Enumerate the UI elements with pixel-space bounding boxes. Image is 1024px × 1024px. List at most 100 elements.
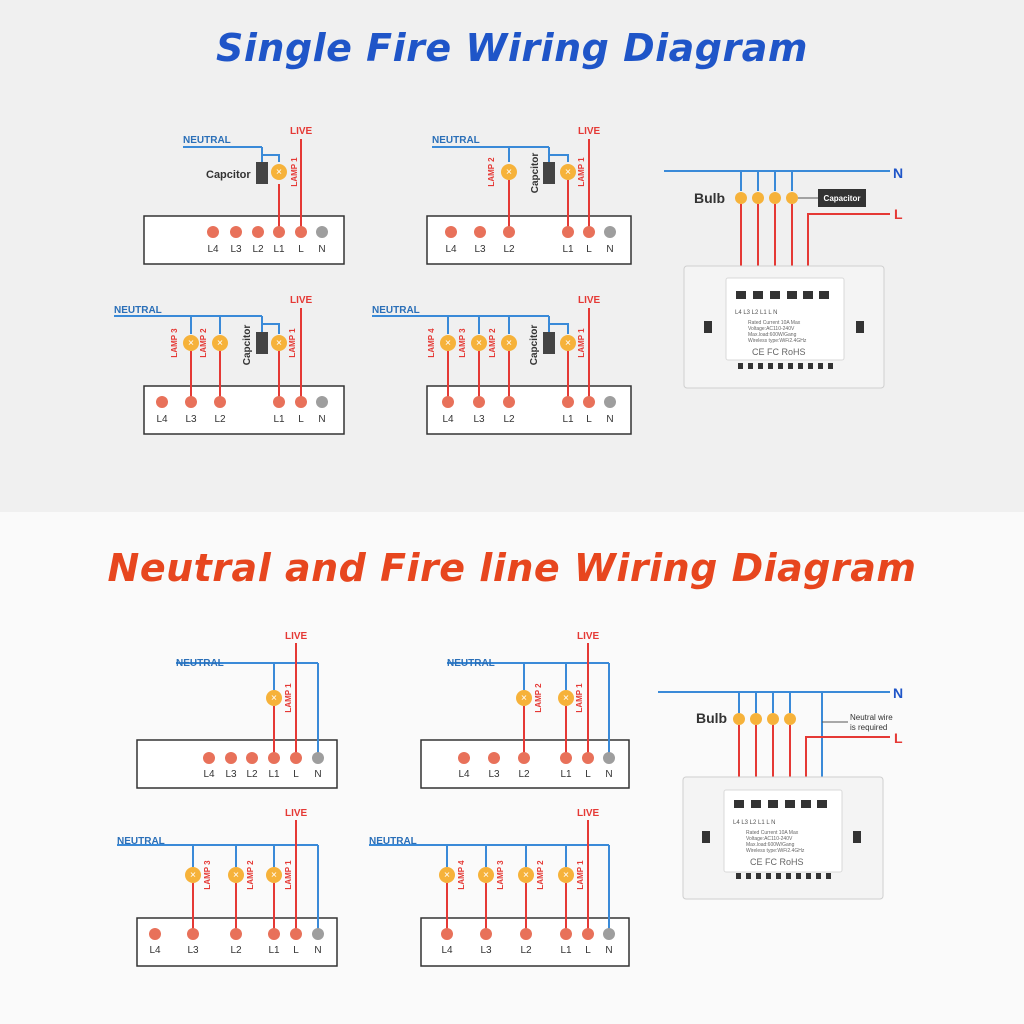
svg-text:LAMP 2: LAMP 2 — [536, 860, 545, 890]
screw-terminals — [736, 291, 829, 299]
lamp-1-label: LAMP 1 — [290, 157, 299, 187]
terminal-row: L4 L3 L2 L1 L N — [441, 928, 615, 956]
neutral-required-note: Neutral wire — [850, 713, 893, 722]
svg-text:NEUTRAL: NEUTRAL — [117, 836, 165, 847]
svg-text:LIVE: LIVE — [577, 631, 600, 642]
lamp-1 — [271, 335, 287, 351]
bulb-label: Bulb — [694, 190, 725, 206]
capacitor-label: Capcitor — [206, 169, 251, 181]
svg-text:L: L — [293, 769, 299, 780]
neutral-fire-title: Neutral and Fire line Wiring Diagram — [107, 546, 917, 590]
svg-text:✕: ✕ — [271, 694, 278, 703]
svg-text:L: L — [298, 244, 304, 255]
svg-text:L3: L3 — [185, 414, 197, 425]
svg-text:L4: L4 — [207, 244, 219, 255]
live-label: LIVE — [290, 126, 313, 137]
svg-text:N: N — [605, 769, 612, 780]
svg-text:N: N — [606, 414, 613, 425]
lamp-1 — [266, 867, 282, 883]
svg-text:✕: ✕ — [563, 871, 570, 880]
svg-text:L4: L4 — [156, 414, 168, 425]
svg-text:LIVE: LIVE — [578, 295, 601, 306]
svg-text:L2: L2 — [246, 769, 258, 780]
svg-text:✕: ✕ — [565, 339, 572, 348]
svg-text:LAMP 1: LAMP 1 — [577, 157, 586, 187]
svg-text:LAMP 4: LAMP 4 — [427, 328, 436, 358]
svg-text:L: L — [586, 244, 592, 255]
single-fire-2-gang: NEUTRAL Capcitor ✕ LAMP 2 ✕ LAMP 1 LIVE … — [426, 126, 632, 265]
terminal-row: L4 L3 L2 L1 L N — [156, 396, 328, 425]
svg-text:Max.load:600W/Gang: Max.load:600W/Gang — [746, 842, 795, 848]
svg-text:N: N — [314, 769, 321, 780]
lamp-3 — [183, 335, 199, 351]
lamp-1 — [560, 164, 576, 180]
svg-text:L3: L3 — [480, 945, 492, 956]
lamp-3 — [478, 867, 494, 883]
terminal-row: L4 L3 L2 L1 L N — [445, 226, 616, 255]
lamp-3 — [471, 335, 487, 351]
svg-text:N: N — [318, 414, 325, 425]
svg-text:L2: L2 — [230, 945, 242, 956]
capacitor — [256, 332, 268, 354]
svg-text:✕: ✕ — [483, 871, 490, 880]
neutral-label: NEUTRAL — [432, 135, 480, 146]
single-fire-1-gang: NEUTRAL Capcitor ✕ LAMP 1 LIVE L4 L3 L2 … — [143, 126, 345, 265]
neutral-label: NEUTRAL — [114, 305, 162, 316]
svg-text:L4: L4 — [458, 769, 470, 780]
capacitor — [543, 332, 555, 354]
lamp-1 — [560, 335, 576, 351]
svg-text:L2: L2 — [214, 414, 226, 425]
svg-text:LAMP 1: LAMP 1 — [284, 860, 293, 890]
lamp-2 — [228, 867, 244, 883]
switch-box — [426, 385, 632, 435]
lamp-4 — [439, 867, 455, 883]
svg-text:L: L — [298, 414, 304, 425]
svg-text:✕: ✕ — [276, 339, 283, 348]
svg-text:Wireless type:WiFi2.4GHz: Wireless type:WiFi2.4GHz — [746, 848, 805, 854]
svg-text:✕: ✕ — [476, 339, 483, 348]
svg-text:LAMP 2: LAMP 2 — [534, 683, 543, 713]
svg-text:L1: L1 — [562, 414, 574, 425]
svg-text:NEUTRAL: NEUTRAL — [176, 658, 224, 669]
svg-text:CE FC RoHS: CE FC RoHS — [750, 857, 804, 867]
svg-text:LIVE: LIVE — [290, 295, 313, 306]
terminal-row: L4 L3 L2 L1 L N — [149, 928, 324, 956]
live-label: LIVE — [578, 126, 601, 137]
lamp-1 — [558, 867, 574, 883]
svg-text:✕: ✕ — [521, 694, 528, 703]
terminal-row: L4 L3 L2 L1 L N — [203, 752, 324, 780]
svg-text:L: L — [894, 730, 903, 746]
svg-text:L1: L1 — [268, 945, 280, 956]
svg-text:Capcitor: Capcitor — [529, 325, 540, 366]
svg-text:LAMP 1: LAMP 1 — [577, 328, 586, 358]
single-fire-title: Single Fire Wiring Diagram — [216, 26, 808, 70]
lamp-2 — [212, 335, 228, 351]
svg-text:✕: ✕ — [563, 694, 570, 703]
svg-text:L2: L2 — [503, 414, 515, 425]
svg-text:N: N — [605, 945, 612, 956]
svg-text:L: L — [585, 945, 591, 956]
svg-text:L4: L4 — [149, 945, 161, 956]
svg-text:is required: is required — [850, 723, 887, 732]
svg-text:L3: L3 — [488, 769, 500, 780]
single-fire-3-gang: NEUTRAL Capcitor ✕ LAMP 3 ✕ LAMP 2 ✕ LAM… — [114, 295, 345, 435]
neutral-fire-photo-diagram: N Bulb Neutral wire is required L — [658, 685, 903, 900]
terminal-row: L4 L3 L2 L1 L N — [442, 396, 616, 425]
capacitor — [543, 162, 555, 184]
capacitor — [256, 162, 268, 184]
svg-text:L1: L1 — [560, 769, 572, 780]
svg-text:LAMP 3: LAMP 3 — [170, 328, 179, 358]
svg-text:✕: ✕ — [523, 871, 530, 880]
neutral-fire-1-gang: NEUTRAL ✕ LAMP 1 LIVE L4 L3 L2 L1 L N — [136, 631, 338, 789]
lamp-2 — [501, 335, 517, 351]
svg-text:✕: ✕ — [444, 871, 451, 880]
svg-text:Voltage:AC110-240V: Voltage:AC110-240V — [746, 836, 793, 842]
svg-text:LIVE: LIVE — [285, 808, 308, 819]
svg-text:Max.load:600W/Gang: Max.load:600W/Gang — [748, 332, 797, 338]
svg-text:✕: ✕ — [506, 168, 513, 177]
svg-text:LAMP 3: LAMP 3 — [203, 860, 212, 890]
svg-text:L1: L1 — [268, 769, 280, 780]
svg-text:✕: ✕ — [217, 339, 224, 348]
capacitor-box — [818, 189, 866, 207]
